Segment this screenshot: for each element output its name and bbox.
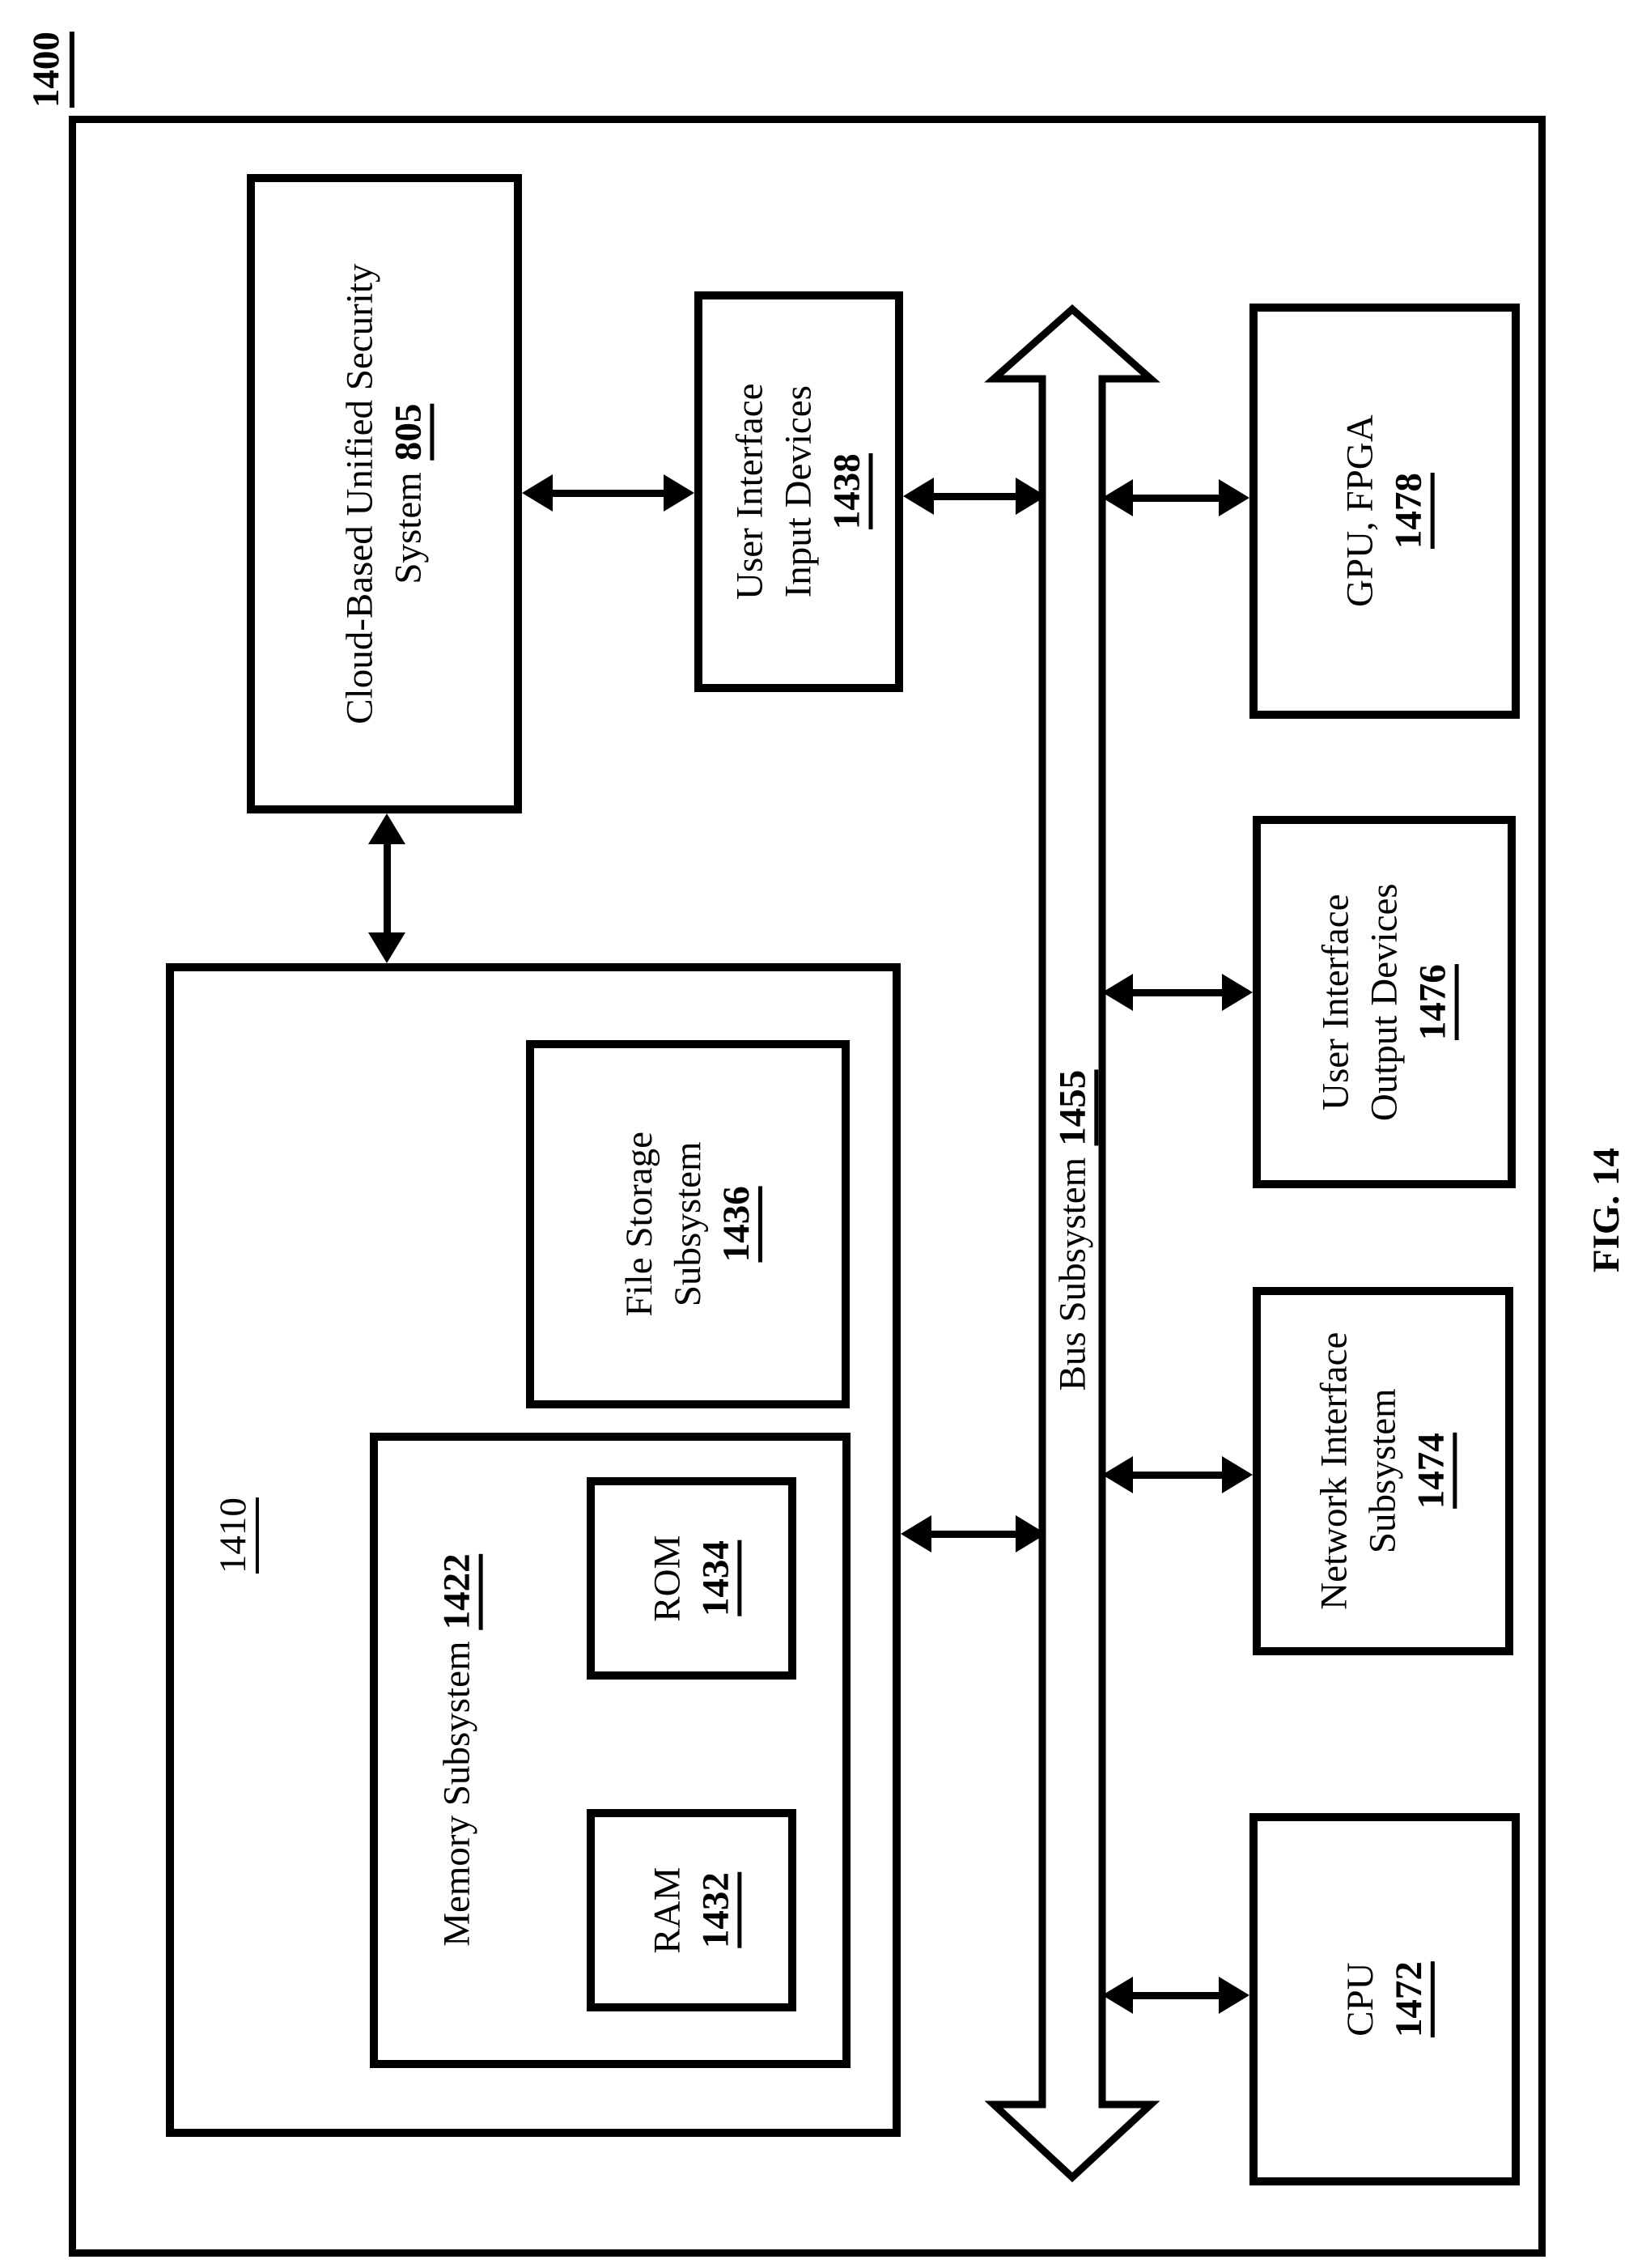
- ram-label: RAM 1432: [587, 1809, 796, 2011]
- arrow-computer-to-bus: [901, 1515, 1046, 1552]
- file-storage-subsystem-label: File Storage Subsystem 1436: [526, 1040, 850, 1408]
- rom-label: ROM 1434: [587, 1477, 796, 1680]
- arrow-ui-input-to-bus: [903, 478, 1046, 515]
- cpu-label: CPU 1472: [1249, 1813, 1520, 2185]
- ram-box: RAM 1432: [587, 1809, 796, 2011]
- ui-output-devices-label: User Interface Output Devices 1476: [1253, 816, 1516, 1188]
- network-interface-subsystem-label: Network Interface Subsystem 1474: [1253, 1287, 1513, 1655]
- file-storage-subsystem-box: File Storage Subsystem 1436: [526, 1040, 850, 1408]
- figure-reference-number: 1400: [2, 5, 91, 134]
- ui-input-devices-label: User Interface Input Devices 1438: [694, 291, 903, 692]
- cpu-box: CPU 1472: [1249, 1813, 1520, 2185]
- network-interface-subsystem-box: Network Interface Subsystem 1474: [1253, 1287, 1513, 1655]
- cloud-security-system-label: Cloud-Based Unified Security System805: [247, 174, 522, 813]
- arrow-bus-to-network: [1102, 1456, 1253, 1493]
- figure-caption: FIG. 14: [1584, 1147, 1627, 1273]
- arrow-bus-to-ui-output: [1102, 974, 1253, 1011]
- gpu-fpga-box: GPU, FPGA 1478: [1249, 304, 1520, 719]
- arrow-bus-to-gpu: [1102, 479, 1249, 516]
- arrow-cloud-to-computer: [368, 813, 405, 963]
- bus-subsystem-arrow: [984, 304, 1160, 2183]
- ui-input-devices-box: User Interface Input Devices 1438: [694, 291, 903, 692]
- cloud-security-system-box: Cloud-Based Unified Security System805: [247, 174, 522, 813]
- gpu-fpga-label: GPU, FPGA 1478: [1249, 304, 1520, 719]
- rom-box: ROM 1434: [587, 1477, 796, 1680]
- arrow-cloud-to-ui-input: [522, 474, 694, 512]
- arrow-bus-to-cpu: [1102, 1977, 1249, 2014]
- ui-output-devices-box: User Interface Output Devices 1476: [1253, 816, 1516, 1188]
